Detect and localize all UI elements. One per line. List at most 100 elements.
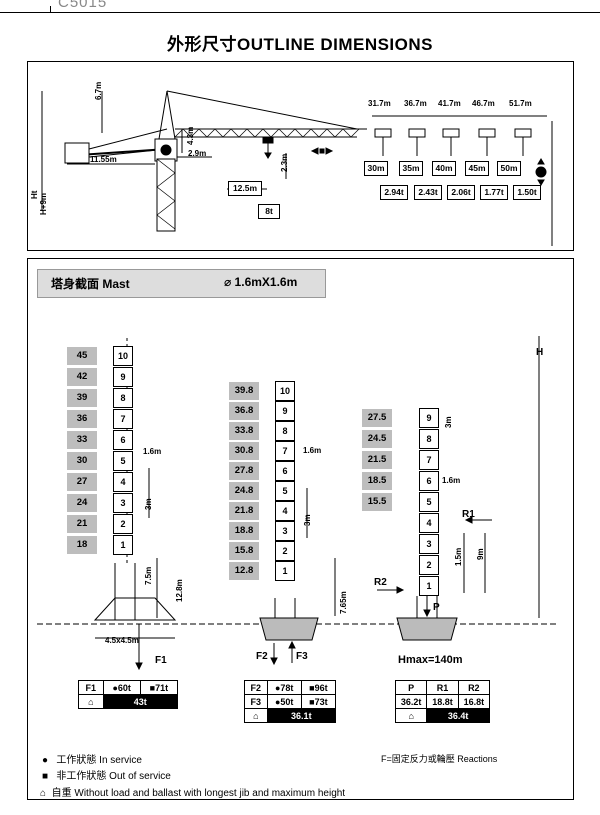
height-cell: 24.8 [228,481,260,501]
t3-v1: 36.2t [394,694,428,709]
radius-box-2: 35m [399,161,423,176]
radius-box-5: 50m [497,161,521,176]
height-cell: 36.8 [228,401,260,421]
reaction-table-2: F2 ●78t ■96t F3 ●50t ■73t ⌂ 36.1t [244,680,337,723]
col3-sub-height-a: 1.5m [454,547,463,566]
col1-force-label: F1 [155,655,167,666]
legend-reactions: F=固定反力或輪壓 Reactions [381,752,497,765]
t2-r2out: ■73t [300,694,337,709]
t3-h3: R2 [457,680,491,695]
radius-box-3: 40m [432,161,456,176]
height-cell: 18.5 [361,471,393,491]
section-cell: 6 [419,471,439,491]
self-weight-icon: ⌂ [394,708,428,723]
radius-box-1: 30m [364,161,388,176]
hmax-label: Hmax=140m [398,654,463,666]
section-cell: 10 [275,381,295,401]
height-cell: 21.5 [361,450,393,470]
self-weight-icon: ⌂ [244,708,268,723]
height-cell: 18.8 [228,521,260,541]
tip-load-box-4: 1.77t [480,185,508,200]
col3-section-width: 1.6m [442,476,461,485]
height-cell: 27 [66,472,98,492]
reaction-table-3: P R1 R2 36.2t 18.8t 16.8t ⌂ 36.4t [394,680,491,723]
tip-load-box-1: 2.94t [380,185,408,200]
section-cell: 5 [419,492,439,512]
height-cell: 12.8 [228,561,260,581]
t2-r2in: ●50t [266,694,302,709]
section-cell: 1 [419,576,439,596]
t3-h1: P [394,680,428,695]
self-weight-icon: ⌂ [40,788,47,799]
model-number: C5015 [58,0,108,11]
section-cell: 9 [419,408,439,428]
col3-r1-label: R1 [462,509,475,520]
t3-h2: R1 [426,680,459,695]
height-cell: 18 [66,535,98,555]
filled-circle-icon: ● [42,755,49,766]
section-cell: 9 [275,401,295,421]
col2-base-height: 7.65m [339,591,348,614]
t3-v3: 16.8t [457,694,491,709]
col3-section-height: 3m [444,416,453,428]
jib-length-3: 41.7m [438,99,461,108]
crane-outline-drawing [41,90,553,246]
ht-label: Ht [30,190,39,199]
section-cell: 2 [113,514,133,534]
legend-self-weight: ⌂ 自重 Without load and ballast with longe… [40,784,345,799]
self-weight-icon: ⌂ [78,694,104,709]
page-title: 外形尺寸OUTLINE DIMENSIONS [166,35,433,54]
mast-section-size: ⌀ 1.6mX1.6m [224,275,298,289]
cab-width-label: 2.9m [188,149,207,158]
jib-length-1: 31.7m [368,99,391,108]
section-cell: 4 [419,513,439,533]
t2-r1out: ■96t [300,680,337,695]
legend-out-of-service: ■ 非工作狀態 Out of service [42,767,171,782]
h9-label: H+9m [39,192,48,215]
mast-panel [27,258,574,800]
section-cell: 3 [275,521,295,541]
tip-load-box-3: 2.06t [447,185,475,200]
height-cell: 21 [66,514,98,534]
outline-panel [27,61,574,251]
t1-col: F1 [78,680,104,695]
section-cell: 3 [113,493,133,513]
section-cell: 8 [419,429,439,449]
section-cell: 5 [113,451,133,471]
section-cell: 7 [113,409,133,429]
col1-top-height: 7.5m [144,566,153,585]
col2-section-height: 3m [303,514,312,526]
col1-section-width: 1.6m [143,447,162,456]
col2-force-a: F2 [256,651,268,662]
height-cell: 39.8 [228,381,260,401]
height-cell: 33.8 [228,421,260,441]
section-cell: 8 [275,421,295,441]
section-cell: 8 [113,388,133,408]
height-cell: 24.5 [361,429,393,449]
tip-load-box-5: 1.50t [513,185,541,200]
col3-p-label: P [433,602,440,613]
height-cell: 30 [66,451,98,471]
section-cell: 4 [275,501,295,521]
jib-length-5: 51.7m [509,99,532,108]
section-cell: 10 [113,346,133,366]
height-cell: 30.8 [228,441,260,461]
jib-length-2: 36.7m [404,99,427,108]
cab-height-label: 4.3m [186,126,195,145]
height-cell: 39 [66,388,98,408]
t2-r2c1: F3 [244,694,268,709]
tip-load-box-2: 2.43t [414,185,442,200]
t2-r1in: ●78t [266,680,302,695]
overall-height-label: H [536,347,544,358]
t1-in: ●60t [102,680,141,695]
t2-self: 36.1t [266,708,337,723]
height-cell: 45 [66,346,98,366]
height-cell: 36 [66,409,98,429]
mast-section-label: 塔身截面 Mast [51,277,130,291]
section-cell: 4 [113,472,133,492]
filled-square-icon: ■ [42,771,49,782]
col2-force-b: F3 [296,651,308,662]
counter-height-label: 6.7m [94,81,103,100]
jib-length-4: 46.7m [472,99,495,108]
legend-self-text: 自重 Without load and ballast with longest… [51,788,346,799]
